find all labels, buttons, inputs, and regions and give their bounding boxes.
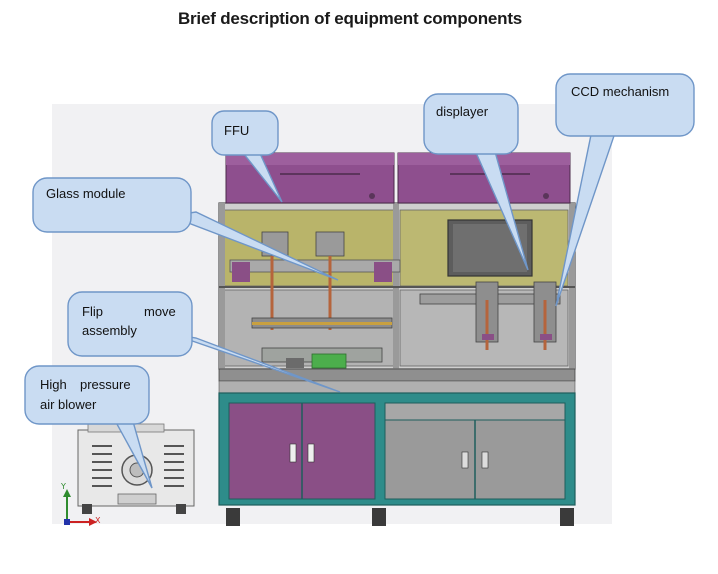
axis-triad-icon: [63, 489, 97, 526]
callout-blower: [24, 365, 153, 489]
glass-module-label: Glass module: [46, 186, 126, 201]
axis-y-label: Y: [61, 482, 66, 491]
blower-label-line2: air blower: [40, 397, 97, 412]
callout-displayer: [423, 93, 529, 271]
lower-cabinet: [218, 392, 576, 526]
flip-label-word1: Flip: [82, 304, 103, 319]
callout-glass: [32, 177, 339, 281]
displayer-label: displayer: [436, 104, 489, 119]
work-table: [218, 368, 576, 382]
blower-label-word2: pressure: [80, 377, 131, 392]
blower-label-word1: High: [40, 377, 67, 392]
flip-label-word2: move: [144, 304, 176, 319]
callout-flip: [67, 291, 341, 393]
axis-x-label: X: [95, 516, 101, 525]
ccd-mechanism: [419, 281, 561, 350]
ffu-label: FFU: [224, 123, 250, 138]
air-blower: [77, 423, 195, 514]
ccd-mechanism-label: CCD mechanism: [571, 84, 670, 99]
flip-label-line2: assembly: [82, 323, 137, 338]
callout-ccd: [555, 73, 695, 307]
flip-move-assembly: [251, 317, 393, 369]
page-title: Brief description of equipment component…: [177, 9, 523, 28]
callout-ffu: [211, 110, 283, 203]
